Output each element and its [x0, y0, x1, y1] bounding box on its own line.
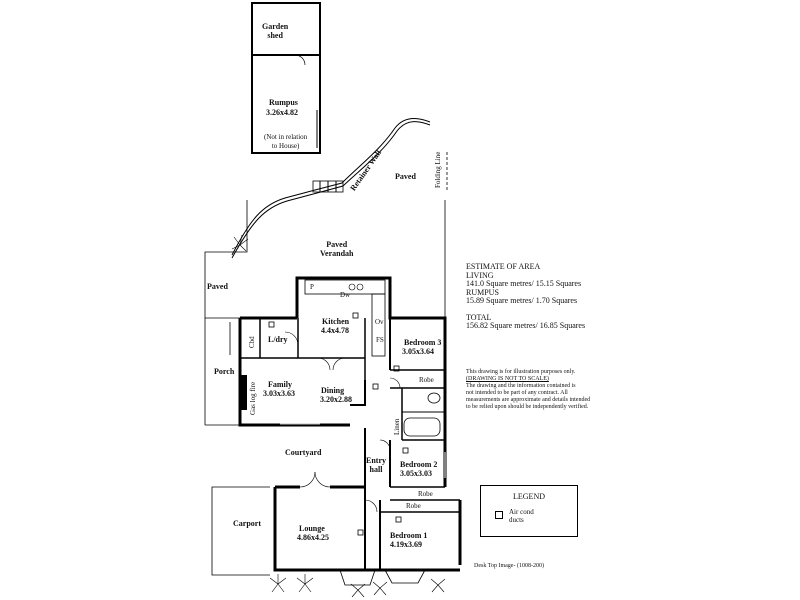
pantry-label: P — [310, 283, 314, 291]
area-heading: ESTIMATE OF AREA — [466, 262, 541, 271]
shed-rumpus-outline — [251, 2, 321, 154]
robe3-label: Robe — [419, 376, 434, 384]
family-size: 3.03x3.63 — [263, 389, 295, 398]
laundry-label: L/dry — [268, 335, 288, 344]
family-label: Family — [268, 380, 292, 389]
area-total-value: 156.82 Square metres/ 16.85 Squares — [466, 321, 586, 330]
legend-item-label: Air cond ducts — [509, 508, 534, 524]
rumpus-label: Rumpus — [269, 98, 298, 107]
rumpus-size: 3.26x4.82 — [266, 108, 298, 117]
disclaimer-line2: (DRAWING IS NOT TO SCALE) — [466, 376, 549, 382]
bedroom1-label: Bedroom 1 — [390, 531, 428, 540]
dining-label: Dining — [321, 386, 345, 395]
area-living-label: LIVING — [466, 270, 494, 280]
area-living-value: 141.0 Square metres/ 15.15 Squares — [466, 279, 582, 288]
cupboard-label: Cbd — [248, 336, 256, 348]
disclaimer-line4: not intended to be part of any contract.… — [466, 390, 568, 396]
kitchen-label: Kitchen — [322, 317, 350, 326]
lounge-label: Lounge — [299, 524, 325, 533]
legend: LEGEND Air cond ducts — [480, 485, 578, 537]
rumpus-note: (Not in relation to House) — [264, 133, 308, 150]
disclaimer-line3: The drawing and the information containe… — [466, 383, 576, 389]
area-rumpus-label: RUMPUS — [466, 287, 499, 297]
legend-title: LEGEND — [513, 492, 545, 501]
fridge-space-label: FS — [376, 336, 384, 344]
disclaimer-line6: to be relied upon should be independentl… — [466, 404, 589, 410]
disclaimer: This drawing is for illustration purpose… — [466, 369, 590, 411]
porch-label: Porch — [214, 367, 235, 376]
oven-label: Ov — [375, 318, 384, 326]
bedroom1-size: 4.19x3.69 — [390, 540, 422, 549]
gas-log-fire-label: Gas log fire — [249, 381, 257, 415]
folding-line-label: Folding Line — [434, 151, 442, 188]
bedroom3-size: 3.05x3.64 — [402, 347, 434, 356]
disclaimer-line5: measurements are approximate and details… — [466, 397, 591, 403]
paved-top-label: Paved — [395, 172, 416, 181]
kitchen-size: 4.4x4.78 — [321, 326, 349, 335]
dishwasher-label: Dw — [340, 291, 351, 299]
lounge-size: 4.86x4.25 — [297, 533, 329, 542]
bedroom2-label: Bedroom 2 — [400, 460, 438, 469]
robe1-label: Robe — [406, 502, 421, 510]
entry-hall-label: Entry hall — [366, 456, 386, 474]
paved-verandah-label: Paved Verandah — [320, 240, 354, 258]
carport-label: Carport — [233, 519, 261, 528]
paved-left-label: Paved — [207, 282, 228, 291]
area-estimate: ESTIMATE OF AREA LIVING 141.0 Square met… — [466, 262, 586, 331]
footer-caption: Desk Top Image- (1008-200) — [474, 563, 544, 569]
area-total-label: TOTAL — [466, 312, 492, 322]
dining-size: 3.20x2.88 — [320, 395, 352, 404]
robe2-label: Robe — [418, 490, 433, 498]
bedroom3-label: Bedroom 3 — [404, 338, 442, 347]
area-rumpus-value: 15.89 Square metres/ 1.70 Squares — [466, 296, 578, 305]
bedroom2-size: 3.05x3.03 — [400, 469, 432, 478]
disclaimer-line1: This drawing is for illustration purpose… — [466, 369, 576, 375]
garden-shed-label: Garden shed — [262, 22, 289, 40]
air-cond-duct-icon — [495, 511, 503, 519]
linen-label: Linen — [393, 418, 401, 435]
courtyard-label: Courtyard — [285, 448, 322, 457]
